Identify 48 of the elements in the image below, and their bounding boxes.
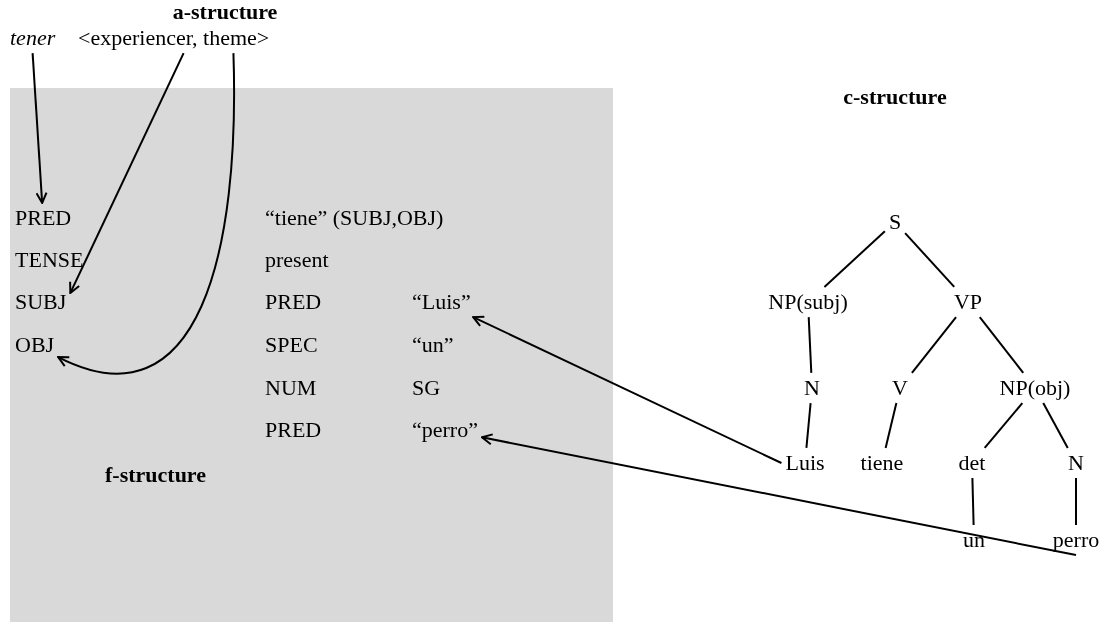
attribute-label: SUBJ <box>15 289 67 315</box>
value-label: “un” <box>412 332 454 358</box>
attribute-label: TENSE <box>15 247 84 273</box>
shaded-panel <box>10 88 613 622</box>
value-label: present <box>265 247 329 273</box>
value-label: “perro” <box>412 417 478 443</box>
tree-node-label: NP(subj) <box>768 289 848 315</box>
arrow <box>31 52 48 204</box>
attribute-label: PRED <box>265 417 322 443</box>
tree-branch-line <box>910 316 958 374</box>
tree-node-label: S <box>888 209 902 235</box>
attribute-label: OBJ <box>15 332 55 358</box>
tree-branch-line <box>1075 477 1077 526</box>
word-label: tiene <box>860 450 904 476</box>
tree-branch-line <box>805 402 812 449</box>
attribute-label: NUM <box>265 375 317 401</box>
tree-node-label: NP(obj) <box>999 375 1071 401</box>
tree-node-label: V <box>892 375 908 401</box>
word-label: det <box>958 450 986 476</box>
tree-node-label: VP <box>953 289 983 315</box>
word-label: Luis <box>785 450 825 476</box>
word-label: tener <box>10 25 56 51</box>
tree-branch-line <box>904 232 956 288</box>
attribute-label: SPEC <box>265 332 318 358</box>
word-label: un <box>963 527 985 553</box>
tree-branch-line <box>983 402 1024 449</box>
heading: a-structure <box>172 0 278 25</box>
arrow <box>472 315 783 464</box>
heading: c-structure <box>843 84 947 110</box>
arrow <box>480 433 1077 557</box>
tree-branch-line <box>807 316 813 374</box>
tree-branch-line <box>971 477 975 526</box>
arrow <box>57 52 236 375</box>
arrow <box>69 52 185 294</box>
tree-branch-line <box>884 402 898 449</box>
attribute-label: PRED <box>265 289 322 315</box>
tree-node-label: N <box>804 375 820 401</box>
tree-branch-line <box>1042 402 1069 449</box>
word-label: perro <box>1052 527 1100 553</box>
value-label: “Luis” <box>412 289 471 315</box>
tree-branch-line <box>978 316 1025 374</box>
argument-list-label: <experiencer, theme> <box>78 25 270 51</box>
attribute-label: PRED <box>15 205 72 231</box>
tree-branch-line <box>823 230 886 288</box>
panel-title: f-structure <box>105 462 206 488</box>
tree-node-label: N <box>1068 450 1084 476</box>
value-label: “tiene” (SUBJ,OBJ) <box>265 205 444 231</box>
value-label: SG <box>412 375 441 401</box>
